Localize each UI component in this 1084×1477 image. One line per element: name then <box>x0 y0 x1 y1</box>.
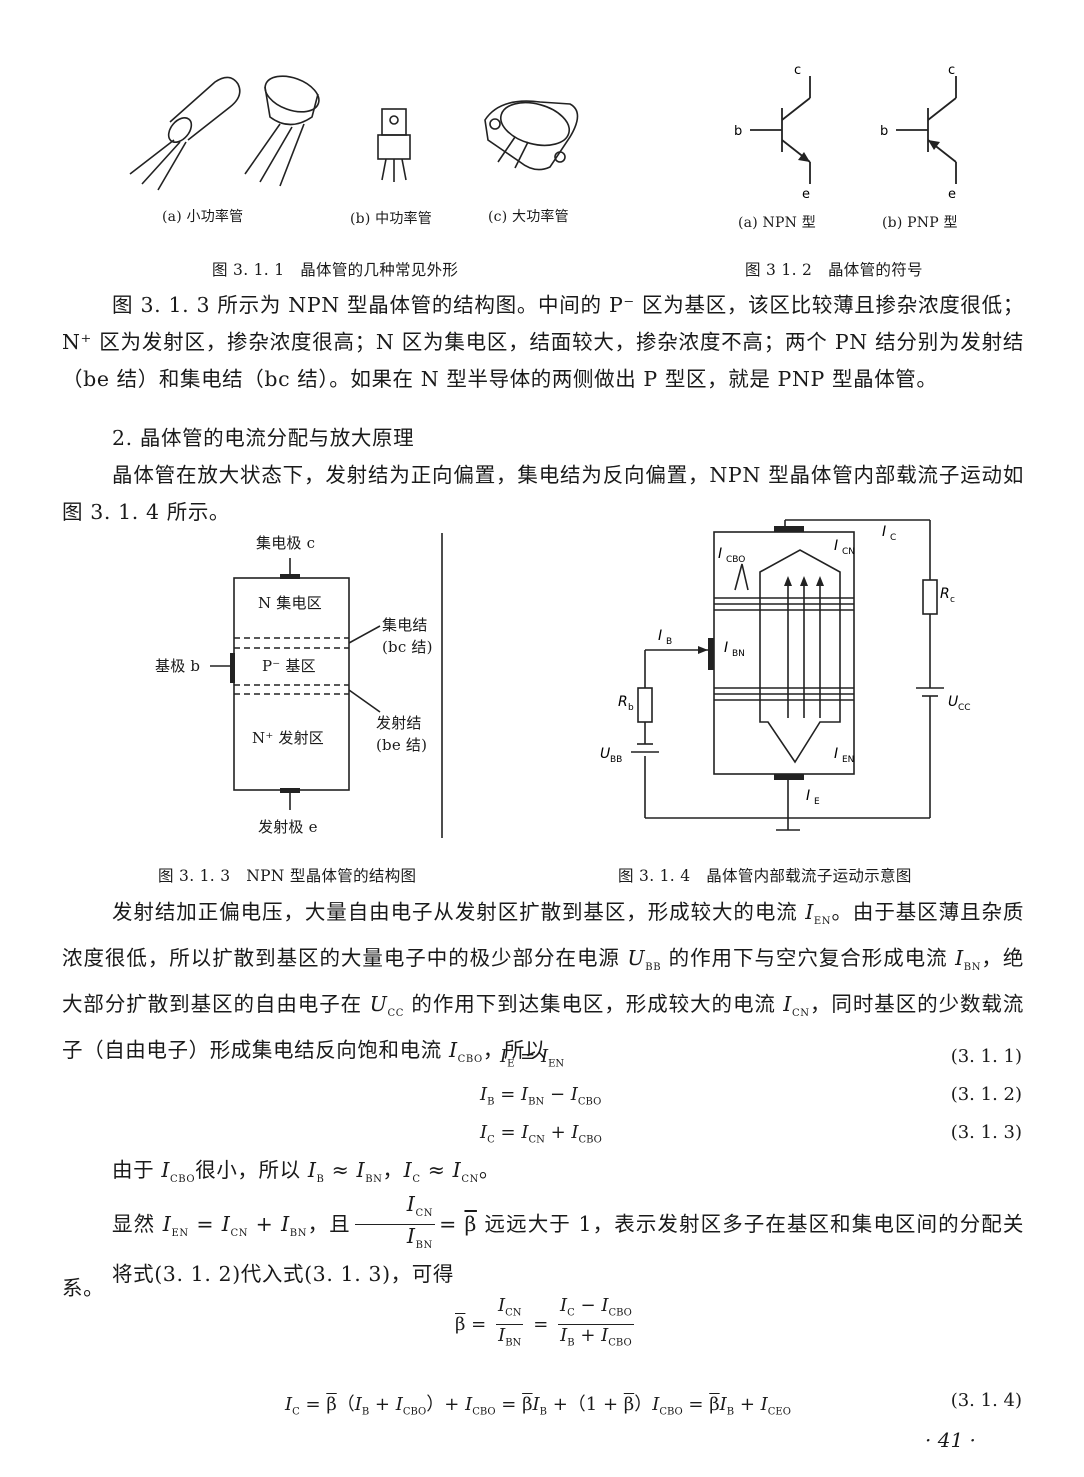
fig-3-1-4-ibn: I <box>724 640 728 656</box>
fig-3-1-3-collector: 集电极 c <box>256 534 316 552</box>
fig-3-1-3-caption: 图 3. 1. 3 NPN 型晶体管的结构图 <box>158 867 417 885</box>
equation-3-1-1: IE = IEN <box>500 1046 565 1070</box>
fig-3-1-4-icbo: I <box>718 546 722 562</box>
equation-3-1-2: IB = IBN − ICBO <box>480 1084 602 1108</box>
fig-3-1-1-sub-b: (b) 中功率管 <box>350 211 432 227</box>
fig-3-1-4-ie-s: E <box>814 797 820 807</box>
fig-3-1-3-cj: 集电结 <box>382 616 428 634</box>
fig-3-1-1-sub-a: (a) 小功率管 <box>162 209 244 225</box>
fig-3-1-2-sub-a: (a) NPN 型 <box>738 215 816 231</box>
line-substitute: 将式(3. 1. 2)代入式(3. 1. 3)，可得 <box>112 1262 454 1286</box>
fig-3-1-4-rb: R <box>618 694 628 710</box>
fig-3-1-3-drawing <box>210 533 443 838</box>
equation-3-1-4: IC = β（IB + ICBO）+ ICBO = βIB +（1 + β）IC… <box>285 1394 791 1418</box>
fig-3-1-4-ien-s: EN <box>842 755 854 765</box>
paragraph-current-flow: 发射结加正偏电压，大量自由电子从发射区扩散到基区，形成较大的电流 IEN。由于基… <box>62 900 1025 1066</box>
paragraph-structure: 图 3. 1. 3 所示为 NPN 型晶体管的结构图。中间的 P⁻ 区为基区，该… <box>62 293 1024 391</box>
paragraph-amplify: 晶体管在放大状态下，发射结为正向偏置，集电结为反向偏置，NPN 型晶体管内部载流… <box>62 463 1024 524</box>
equation-number-3-1-1: (3. 1. 1) <box>950 1046 1022 1067</box>
fig-3-1-3-np-region: N⁺ 发射区 <box>252 729 325 747</box>
fig-3-1-2-drawing: c b e c b e <box>734 63 957 202</box>
fig-3-1-3-ej2: (be 结) <box>376 736 428 754</box>
equation-number-3-1-2: (3. 1. 2) <box>950 1084 1022 1105</box>
fig-3-1-4-icn-s: CN <box>842 547 855 557</box>
section-heading-2: 2. 晶体管的电流分配与放大原理 <box>112 426 415 450</box>
fig-3-1-4-caption: 图 3. 1. 4 晶体管内部载流子运动示意图 <box>618 867 912 885</box>
fig-3-1-4-ien: I <box>834 746 838 762</box>
fig-3-1-4-ibn-s: BN <box>732 649 745 659</box>
fig-3-1-3-base: 基极 b <box>155 657 201 675</box>
equation-number-3-1-4: (3. 1. 4) <box>950 1390 1022 1411</box>
fig-3-1-2-caption: 图 3 1. 2 晶体管的符号 <box>745 261 923 279</box>
fig-3-1-3-p-region: P⁻ 基区 <box>262 657 316 675</box>
equation-number-3-1-3: (3. 1. 3) <box>950 1122 1022 1143</box>
fig-3-1-3-emitter: 发射极 e <box>258 818 318 836</box>
fig-3-1-4-rc: R <box>940 586 950 602</box>
fig-3-1-2-e-b: e <box>948 187 956 202</box>
fig-3-1-4-ic: I <box>882 524 886 540</box>
page-number: · 41 · <box>925 1428 976 1452</box>
fig-3-1-4-ic-s: C <box>890 533 896 543</box>
fig-3-1-3-cj2: (bc 结) <box>382 638 433 656</box>
fig-3-1-4-ucc: U <box>948 694 958 710</box>
fig-3-1-2-sub-b: (b) PNP 型 <box>882 215 958 231</box>
fig-3-1-4-rb-s: b <box>628 703 634 713</box>
fig-3-1-2-e-a: e <box>802 187 810 202</box>
fig-3-1-4-ucc-s: CC <box>958 703 971 713</box>
fig-3-1-1-caption: 图 3. 1. 1 晶体管的几种常见外形 <box>212 261 459 279</box>
fig-3-1-4-drawing: I C I CBO I CN I B I BN R c R b U CC U B… <box>600 519 971 831</box>
fig-3-1-3-ej: 发射结 <box>376 714 422 732</box>
line-icbo-small: 由于 ICBO很小，所以 IB ≈ IBN，IC ≈ ICN。 <box>112 1158 501 1186</box>
fig-3-1-2-b-b: b <box>880 124 888 139</box>
fig-3-1-4-icn: I <box>834 538 838 554</box>
equation-3-1-3: IC = ICN + ICBO <box>480 1122 602 1146</box>
fig-3-1-2-c-a: c <box>794 63 801 78</box>
fig-3-1-4-ubb-s: BB <box>610 755 622 765</box>
fig-3-1-4-ib: I <box>658 628 662 644</box>
fig-3-1-1-sub-c: (c) 大功率管 <box>488 209 569 225</box>
fig-3-1-4-ubb: U <box>600 746 610 762</box>
fig-3-1-4-ie: I <box>806 788 810 804</box>
fig-3-1-2-c-b: c <box>948 63 955 78</box>
fig-3-1-1-drawing <box>129 75 579 191</box>
fig-3-1-2-b-a: b <box>734 124 742 139</box>
fig-3-1-3-n-region: N 集电区 <box>258 594 322 612</box>
fig-3-1-4-ib-s: B <box>666 637 672 647</box>
fig-3-1-4-icbo-s: CBO <box>726 555 745 565</box>
fig-3-1-4-rc-s: c <box>950 595 955 605</box>
